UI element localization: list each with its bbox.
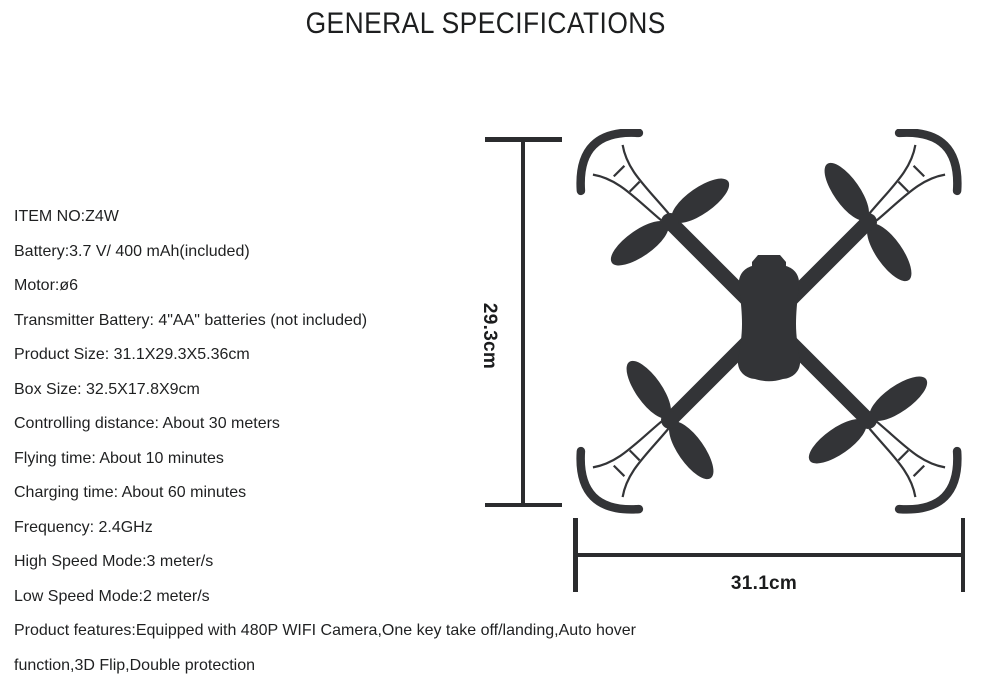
spec-line-transmitter: Transmitter Battery: 4"AA" batteries (no…: [14, 311, 368, 329]
spec-line-motor: Motor:ø6: [14, 277, 79, 294]
width-dimension-line: [573, 552, 965, 557]
spec-line-control-distance: Controlling distance: About 30 meters: [14, 415, 280, 432]
spec-line-product-size: Product Size: 31.1X29.3X5.36cm: [14, 346, 250, 363]
height-dimension-label: 29.3cm: [479, 302, 500, 370]
width-dimension-label: 31.1cm: [730, 573, 798, 594]
spec-line-item-no: ITEM NO:Z4W: [14, 208, 119, 225]
width-dimension-right-cap: [960, 518, 965, 592]
page-title: GENERAL SPECIFICATIONS: [0, 7, 972, 41]
spec-line-features-2: function,3D Flip,Double protection: [14, 656, 256, 674]
page-title-text: GENERAL SPECIFICATIONS: [305, 7, 667, 40]
spec-list: ITEM NO:Z4W Battery:3.7 V/ 400 mAh(inclu…: [14, 200, 636, 683]
spec-line-charging-time: Charging time: About 60 minutes: [14, 484, 247, 501]
spec-line-features-1: Product features:Equipped with 480P WIFI…: [14, 622, 636, 639]
spec-line-battery: Battery:3.7 V/ 400 mAh(included): [14, 242, 250, 260]
spec-line-box-size: Box Size: 32.5X17.8X9cm: [14, 380, 200, 398]
spec-line-flying-time: Flying time: About 10 minutes: [14, 449, 224, 467]
drone-top-view-illustration: [565, 129, 973, 515]
height-dimension-bottom-cap: [485, 502, 562, 507]
spec-line-high-speed: High Speed Mode:3 meter/s: [14, 553, 214, 570]
spec-line-frequency: Frequency: 2.4GHz: [14, 518, 153, 536]
height-dimension-line: [520, 137, 525, 507]
spec-line-low-speed: Low Speed Mode:2 meter/s: [14, 587, 210, 605]
